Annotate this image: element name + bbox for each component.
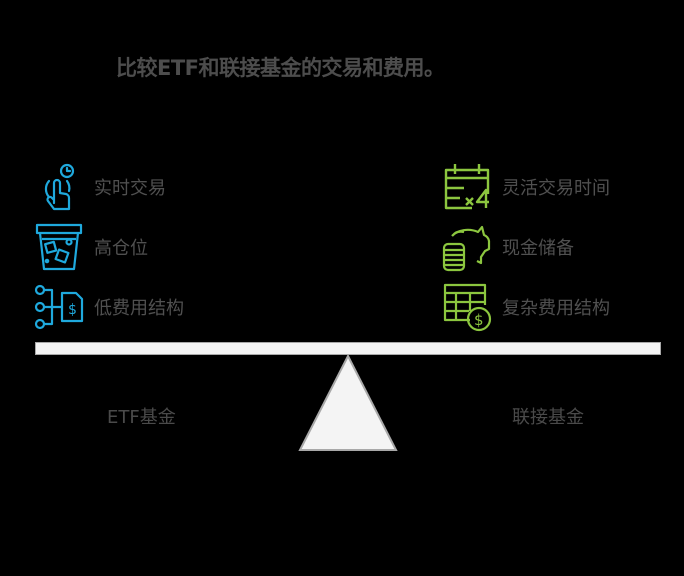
diagram-title: 比较ETF和联接基金的交易和费用。 [116,56,445,80]
left-item-high-position: 高仓位 [34,222,148,272]
right-item-flexible-trading-hours: 灵活交易时间 [442,162,610,212]
left-item-realtime-trading: 实时交易 [34,162,166,212]
fulcrum-triangle [298,354,398,451]
piggy-bank-coins-icon [442,222,492,272]
left-side-label: ETF基金 [107,407,176,428]
left-item-label: 低费用结构 [94,298,184,319]
touch-clock-icon [34,162,84,212]
svg-text:$: $ [474,311,484,329]
glass-ice-icon [34,222,84,272]
table-dollar-icon: $ [442,282,492,332]
left-item-low-fee-structure: $ 低费用结构 [34,282,184,332]
left-item-label: 高仓位 [94,238,148,259]
right-item-cash-reserve: 现金储备 [442,222,574,272]
right-item-label: 灵活交易时间 [502,178,610,199]
right-side-label: 联接基金 [512,407,584,428]
svg-text:$: $ [68,302,77,318]
calendar-x4-icon [442,162,492,212]
left-item-label: 实时交易 [94,178,166,199]
network-dollar-doc-icon: $ [34,282,84,332]
right-item-label: 现金储备 [502,238,574,259]
right-item-label: 复杂费用结构 [502,298,610,319]
right-item-complex-fee-structure: $ 复杂费用结构 [442,282,610,332]
